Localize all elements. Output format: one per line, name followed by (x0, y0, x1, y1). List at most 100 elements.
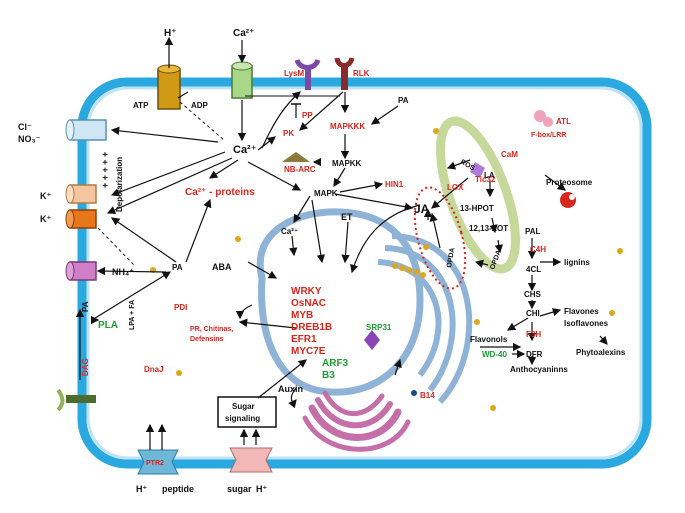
ja-label: JA (414, 202, 430, 216)
isoflavones-label: Isoflavones (564, 319, 609, 328)
ptr2-label: PTR2 (146, 460, 164, 467)
ammonium-channel (65, 261, 97, 281)
nucleus-tf-list: WRKY OsNAC MYB DREB1B EFR1 MYC7E (291, 286, 332, 357)
nb-arc-label: NB-ARC (284, 165, 316, 174)
ca2-center: Ca²⁺ (233, 144, 257, 156)
golgi-apparatus (302, 390, 411, 452)
fbox-label: F-box/LRR (531, 132, 566, 139)
pr-line2: Defensins (190, 336, 224, 343)
depolarization-label: Depolarization (115, 157, 124, 212)
cl-label: Cl⁻ (18, 122, 32, 132)
dashed-link-1 (179, 101, 225, 141)
pla-label: PLA (98, 320, 118, 331)
pp-label: PP (302, 111, 313, 120)
pla-anchor (56, 388, 96, 412)
ca2-top: Ca²⁺ (233, 28, 254, 39)
rlk-receptor (334, 57, 355, 90)
f3h-label: F3H (526, 330, 541, 339)
ca-channel-top (231, 61, 253, 99)
b3-label: B3 (322, 370, 335, 381)
adp-label: ADP (191, 101, 209, 110)
hin1-label: HIN1 (385, 180, 404, 189)
plus-signs: + + + + + (100, 152, 110, 188)
et-label: ET (341, 212, 353, 222)
wd40-label: WD-40 (482, 350, 507, 359)
arf3-label: ARF3 (322, 358, 349, 369)
srp31-shape (364, 330, 380, 350)
pr-line1: PR, Chitinas, (190, 326, 233, 333)
dag-label: DAG (81, 358, 90, 376)
tf-3: DREB1B (291, 322, 332, 333)
tf-0: WRKY (291, 286, 322, 297)
sugar-signaling-line2: signaling (225, 414, 260, 423)
auxin-label: Auxin (278, 384, 303, 394)
ptr2-transporter (137, 449, 179, 475)
tf-5: MYC7E (291, 346, 326, 357)
flavonols-label: Flavonols (470, 335, 508, 344)
mapkk-label: MAPKK (332, 159, 362, 168)
proteosome-label: Proteosome (546, 178, 593, 187)
ros-shape (470, 162, 485, 178)
srp31-label: SRP31 (366, 323, 392, 332)
lignins-label: lignins (564, 258, 590, 267)
mapkkk-label: MAPKKK (330, 122, 365, 131)
h-plus-bottom-right: H⁺ (256, 484, 267, 494)
pk-label: PK (283, 129, 294, 138)
nb-arc-shape (282, 152, 310, 162)
lpa-fa-label: LPA + FA (129, 300, 136, 330)
dfr-label: DFR (526, 350, 543, 359)
dashed-link-2 (97, 227, 136, 267)
anthocyanins-label: Anthocyaninns (510, 365, 568, 374)
k-plus-2: K⁺ (40, 214, 51, 224)
chi-label: CHI (526, 309, 540, 318)
tf-2: MYB (291, 310, 313, 321)
arrows (75, 36, 608, 450)
inhibition-adp (177, 91, 189, 99)
sugar-transporter (229, 447, 273, 473)
4cl-label: 4CL (526, 265, 541, 274)
flavones-label: Flavones (564, 307, 599, 316)
peptide-label: peptide (162, 484, 194, 494)
phytoalexins-label: Phytoalexins (576, 348, 626, 357)
h-plus-top: H⁺ (164, 28, 177, 39)
vesicle-dots (150, 128, 623, 411)
er-line-3 (391, 233, 473, 405)
ca2-nuc: Ca²⁺ (281, 227, 298, 236)
h-atpase-pump (157, 64, 181, 110)
pa-mid: PA (172, 263, 183, 272)
atl-label: ATL (556, 117, 571, 126)
hpot-label: 13-HPOT (460, 204, 494, 213)
nucleus (256, 208, 424, 396)
sugar-label: sugar (227, 484, 252, 494)
lysm-label: LysM (284, 69, 304, 78)
sugar-signaling-box (217, 396, 277, 428)
nh4-label: NH₄⁺ (112, 267, 134, 277)
b14-shape (411, 390, 417, 396)
mapk-label: MAPK (314, 189, 338, 198)
cell-membrane (77, 77, 652, 469)
lox-label: LOX (447, 183, 464, 192)
lysm-receptor (294, 58, 321, 90)
la-label: LA (484, 171, 495, 180)
no3-label: NO₃⁻ (18, 134, 41, 144)
pa-top-label: PA (398, 96, 409, 105)
dnaj-label: DnaJ (144, 365, 164, 374)
b14-label: B14 (420, 391, 435, 400)
tf-4: EFR1 (291, 334, 317, 345)
aba-label: ABA (212, 262, 232, 272)
k-channel-2 (65, 209, 97, 229)
er-line-2 (384, 245, 456, 392)
peroxisome (413, 186, 467, 290)
er-line-1 (377, 259, 442, 377)
pa-left: PA (81, 301, 90, 312)
c4h-label: C4H (530, 245, 546, 254)
cell-membrane-inner (86, 86, 643, 460)
rlk-label: RLK (353, 69, 370, 78)
tf-1: OsNAC (291, 298, 326, 309)
pal-label: PAL (525, 227, 541, 236)
pdi-label: PDI (174, 303, 187, 312)
atp-label: ATP (133, 101, 149, 110)
cam-label: CaM (501, 150, 518, 159)
atl-shape (534, 110, 553, 127)
